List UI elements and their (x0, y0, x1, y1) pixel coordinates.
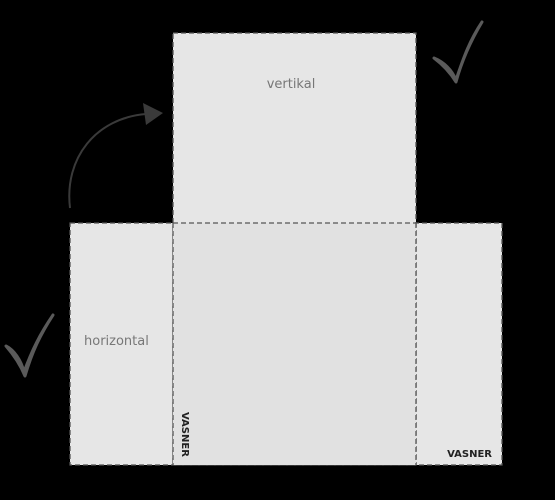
checkmark-icon (432, 20, 484, 84)
pattern-label-horizontal: VASNER (447, 449, 492, 460)
curved-arrow-icon (68, 103, 163, 209)
pattern-label-vertical: VASNER (179, 412, 190, 457)
horizontal-label: horizontal (84, 334, 149, 349)
vertical-label: vertikal (267, 77, 316, 92)
checkmark-icon (4, 313, 55, 378)
overlap-region (173, 223, 416, 465)
